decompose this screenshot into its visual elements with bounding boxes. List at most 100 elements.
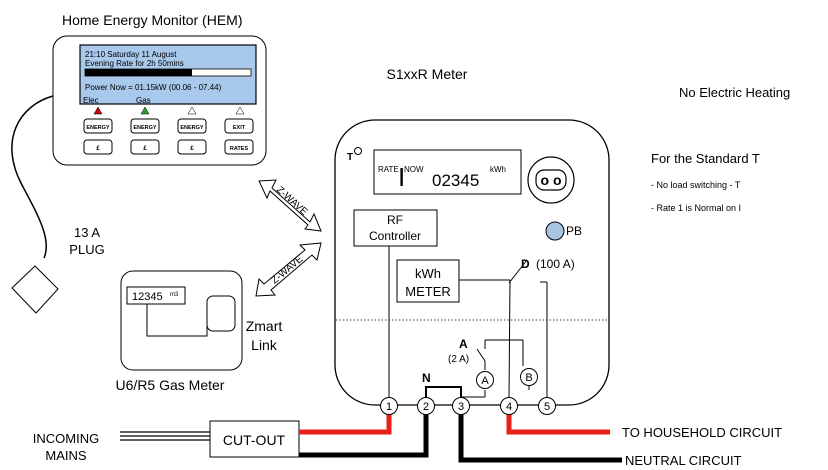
terminal-1: 1 — [380, 397, 398, 415]
cut-out-label: CUT-OUT — [223, 432, 286, 448]
live-supply-wire — [299, 409, 392, 435]
notes-standard: For the Standard T — [651, 151, 760, 166]
switch-d-label: D — [521, 257, 530, 271]
hem-title: Home Energy Monitor (HEM) — [62, 12, 243, 28]
household-circuit-label: TO HOUSEHOLD CIRCUIT — [622, 425, 782, 440]
kwh-meter-line1: kWh — [415, 266, 441, 281]
neutral-circuit-label: NEUTRAL CIRCUIT — [625, 453, 742, 468]
plug-icon — [11, 265, 59, 314]
hem-button-exit[interactable]: EXIT — [224, 118, 254, 134]
hem-button-energy-elec[interactable]: ENERGY — [83, 118, 113, 134]
push-button-label: PB — [566, 224, 582, 238]
household-live-wire — [506, 409, 610, 435]
switch-d-blade — [508, 259, 528, 284]
zwave-link-lower: Z-WAVE — [255, 242, 322, 297]
plug-label: PLUG — [69, 242, 104, 257]
hem-button-cost-elec[interactable]: £ — [83, 139, 113, 155]
neutral-circuit-wire — [458, 409, 622, 463]
hem-button-cost-3[interactable]: £ — [177, 139, 207, 155]
push-button-icon[interactable] — [545, 221, 565, 241]
switch-d-rating: (100 A) — [536, 257, 575, 271]
meter-reading: 02345 — [432, 171, 479, 190]
zwave-link-upper: Z-WAVE — [258, 179, 322, 232]
meter-title: S1xxR Meter — [387, 66, 468, 82]
switch-a-rating: (2 A) — [448, 354, 469, 365]
smart-meter: T RATE I NOW 02345 kWh o o RF Controller… — [334, 119, 610, 406]
optical-port-dots: o o — [541, 172, 562, 188]
contact-b-letter: B — [525, 372, 532, 384]
plug-rating: 13 A — [74, 225, 100, 240]
home-energy-monitor: 21:10 Saturday 11 August Evening Rate fo… — [52, 35, 267, 166]
meter-t-icon — [354, 147, 362, 155]
button-label: ENERGY — [133, 125, 157, 131]
terminal-2: 2 — [417, 397, 435, 415]
meter-rate-label: RATE — [378, 165, 399, 174]
gas-meter-label: U6/R5 Gas Meter — [116, 377, 225, 393]
contact-a-icon — [476, 371, 494, 389]
terminal-number: 4 — [506, 401, 512, 413]
hem-button-cost-gas[interactable]: £ — [130, 139, 160, 155]
button-label: RATES — [230, 146, 249, 152]
button-label: ENERGY — [86, 125, 110, 131]
zwave-arrow-upper-icon — [258, 179, 322, 232]
wire-terminal-4 — [508, 279, 511, 399]
neutral-link — [425, 386, 462, 398]
optical-port-inner — [535, 169, 567, 191]
gas-meter-reading: 12345 — [132, 291, 163, 303]
zwave-label-lower: Z-WAVE — [269, 254, 305, 287]
terminal-3: 3 — [452, 397, 470, 415]
kwh-meter-line2: METER — [405, 284, 451, 299]
meter-rate-digit: I — [398, 162, 405, 192]
elec-indicator-icon — [93, 106, 103, 115]
hem-button-rates[interactable]: RATES — [224, 139, 254, 155]
hem-button-energy-gas[interactable]: ENERGY — [130, 118, 160, 134]
hem-screen-line1: 21:10 Saturday 11 August — [85, 50, 177, 59]
gas-indicator-icon — [140, 106, 150, 115]
rf-controller-line1: RF — [387, 213, 403, 227]
meter-now-label: NOW — [404, 165, 424, 174]
button-label: ENERGY — [180, 125, 204, 131]
meter-t-label: T — [347, 152, 353, 163]
zwave-label-upper: Z-WAVE — [274, 184, 310, 218]
button-label: EXIT — [233, 125, 246, 131]
hem-button-energy-3[interactable]: ENERGY — [177, 118, 207, 134]
incoming-line2: MAINS — [45, 448, 87, 463]
neutral-supply-wire — [299, 409, 429, 458]
notes-bullet1: - No load switching - T — [651, 180, 741, 190]
switch-a-label: A — [459, 337, 468, 351]
hem-screen-gas: Gas — [136, 96, 151, 105]
neutral-label: N — [422, 371, 431, 385]
notes-heading: No Electric Heating — [679, 85, 790, 100]
cut-out-box — [209, 420, 300, 458]
zmart-label-line2: Link — [251, 337, 278, 353]
indicator-4-icon — [235, 106, 245, 115]
gas-meter-unit: m3 — [170, 292, 179, 298]
zwave-arrow-lower-icon — [255, 242, 322, 297]
notes-bullet2: - Rate 1 is Normal on I — [651, 203, 741, 213]
hem-screen-line3: Power Now = 01.15kW (00.06 - 07.44) — [85, 83, 222, 92]
terminal-number: 2 — [423, 401, 429, 413]
incoming-line1: INCOMING — [33, 431, 99, 446]
hem-progress-fill — [85, 69, 192, 76]
contact-a-letter: A — [481, 375, 489, 387]
rf-controller-line2: Controller — [369, 229, 421, 243]
button-label: £ — [143, 146, 147, 152]
button-label: £ — [96, 146, 100, 152]
hem-screen-line2: Evening Rate for 2h 50mins — [85, 59, 184, 68]
terminal-4: 4 — [500, 397, 518, 415]
button-label: £ — [190, 146, 194, 152]
rf-controller-box — [353, 209, 438, 247]
gas-meter-display — [126, 286, 186, 305]
meter-display — [373, 149, 522, 195]
terminal-5: 5 — [538, 397, 556, 415]
switch-a-blade — [476, 348, 486, 362]
terminal-number: 5 — [544, 401, 550, 413]
contact-b-icon — [520, 368, 538, 386]
zmart-link-device — [206, 295, 236, 332]
zmart-label-line1: Zmart — [246, 318, 283, 334]
gas-meter: 12345 m3 — [120, 270, 243, 371]
meter-unit: kWh — [490, 165, 506, 174]
terminal-number: 1 — [386, 401, 392, 413]
hem-screen-elec: Elec — [83, 96, 99, 105]
